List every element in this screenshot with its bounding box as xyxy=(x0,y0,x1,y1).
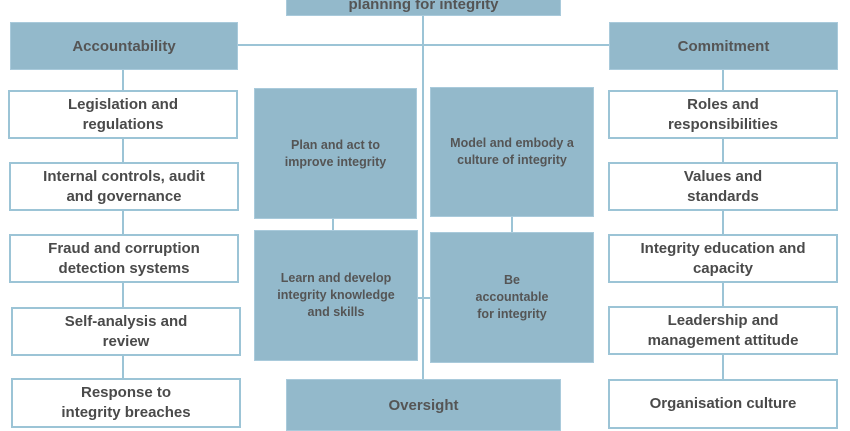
connector-right-column xyxy=(722,69,724,379)
top-box: planning for integrity xyxy=(286,0,561,16)
connector-plan-learn xyxy=(332,218,334,231)
left-item-legislation: Legislation and regulations xyxy=(8,90,238,139)
connector-model-accountable xyxy=(511,216,513,233)
right-item-education: Integrity education and capacity xyxy=(608,234,838,283)
left-item-fraud-detection: Fraud and corruption detection systems xyxy=(9,234,239,283)
oversight-box: Oversight xyxy=(286,379,561,431)
connector-left-column xyxy=(122,69,124,379)
center-model-culture: Model and embody a culture of integrity xyxy=(430,87,594,217)
center-learn-develop: Learn and develop integrity knowledge an… xyxy=(254,230,418,361)
left-item-response: Response to integrity breaches xyxy=(11,378,241,428)
top-box-label: planning for integrity xyxy=(348,0,499,13)
connector-center-horizontal xyxy=(417,297,430,299)
right-item-roles: Roles and responsibilities xyxy=(608,90,838,139)
left-item-internal-controls: Internal controls, audit and governance xyxy=(9,162,239,211)
commitment-header: Commitment xyxy=(609,22,838,70)
center-be-accountable: Be accountable for integrity xyxy=(430,232,594,363)
right-item-leadership: Leadership and management attitude xyxy=(608,306,838,355)
accountability-header: Accountability xyxy=(10,22,238,70)
left-item-self-analysis: Self-analysis and review xyxy=(11,307,241,356)
right-item-culture: Organisation culture xyxy=(608,379,838,429)
right-item-values: Values and standards xyxy=(608,162,838,211)
connector-vertical-center xyxy=(422,16,424,379)
center-plan-act: Plan and act to improve integrity xyxy=(254,88,417,219)
